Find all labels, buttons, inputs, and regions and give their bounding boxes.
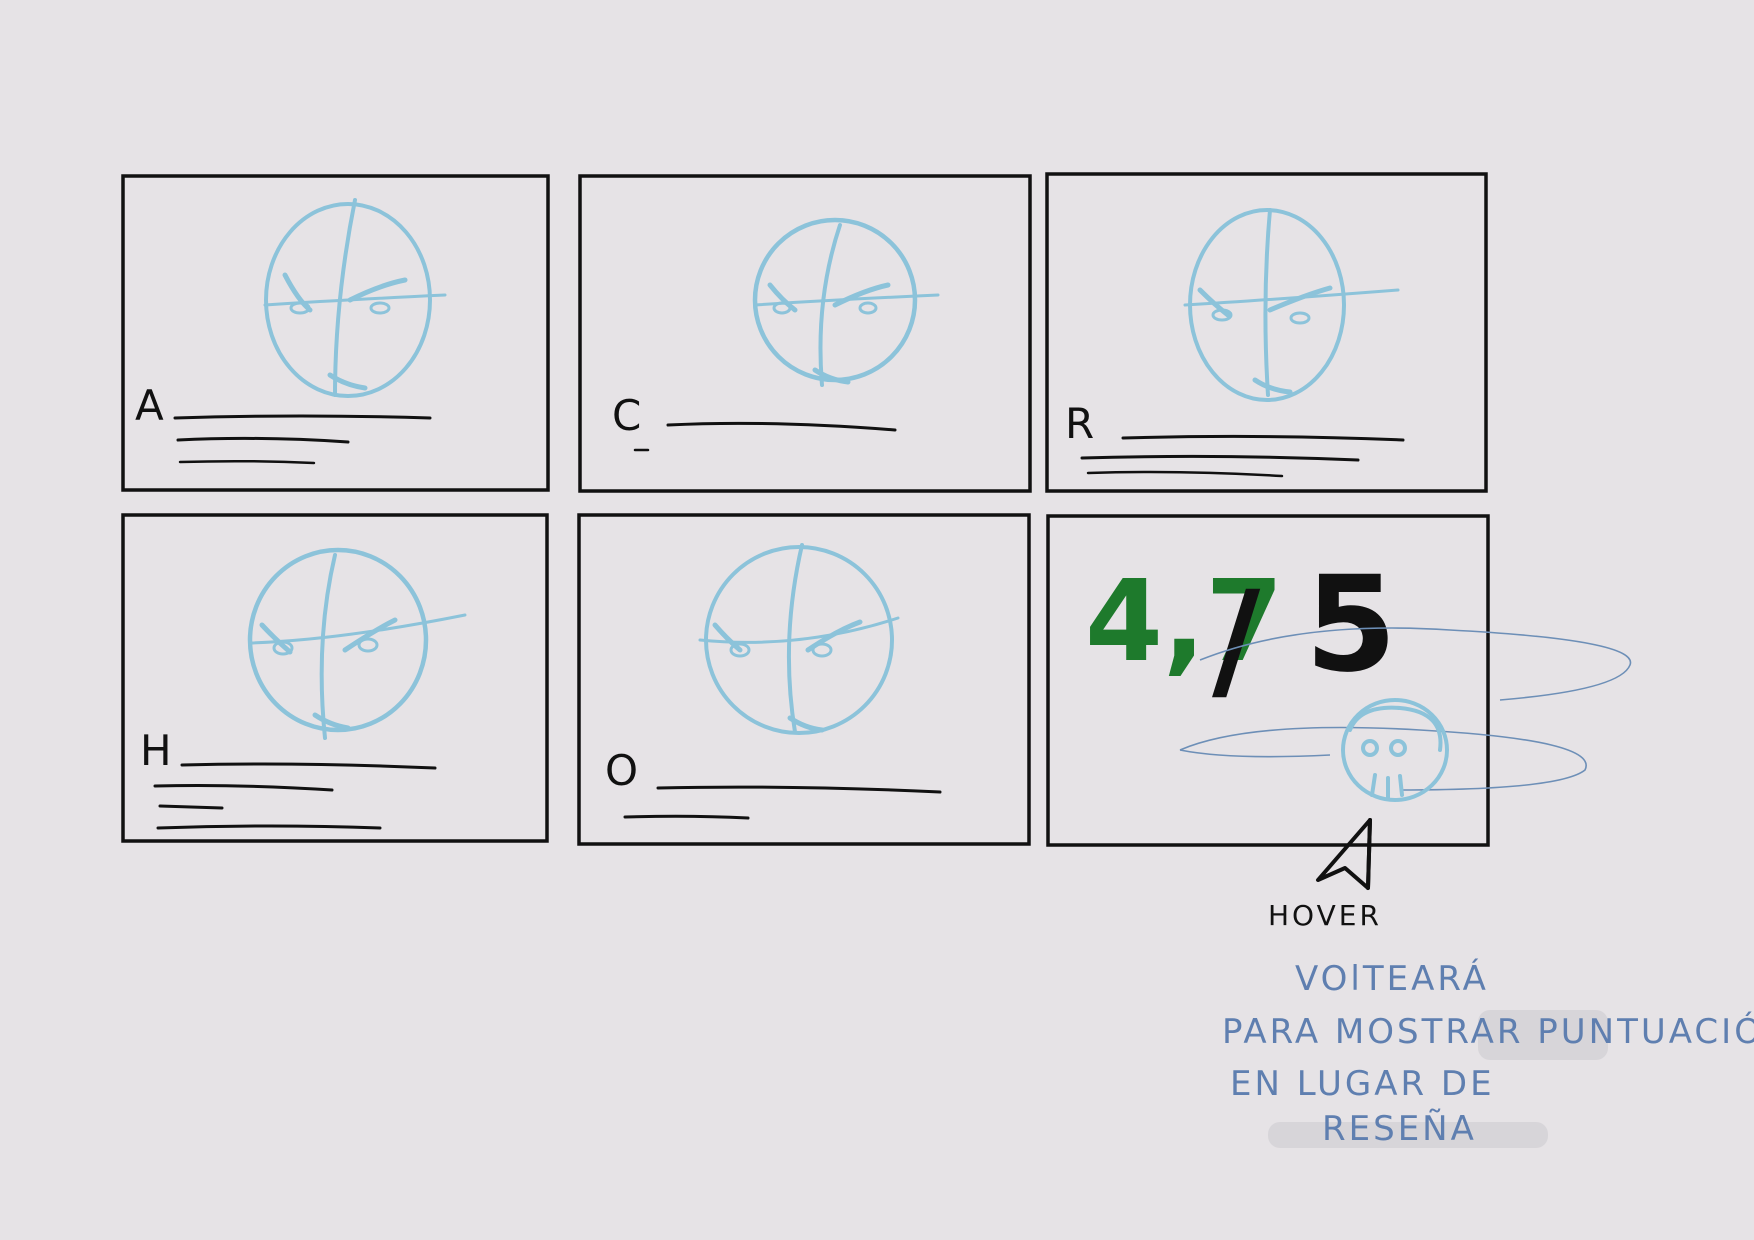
text-placeholder-lines bbox=[633, 421, 897, 452]
note-highlight bbox=[1478, 1010, 1608, 1060]
note-line: PARA MOSTRAR PUNTUACIÓN bbox=[1222, 1011, 1754, 1052]
card-letter: R bbox=[1065, 399, 1094, 448]
note-highlight bbox=[1268, 1122, 1548, 1148]
card-frame bbox=[1046, 514, 1490, 847]
skull-icon bbox=[1341, 698, 1449, 802]
rating-separator: / bbox=[1212, 563, 1261, 717]
card-frame bbox=[121, 174, 550, 492]
note-line: VOlTEARÁ bbox=[1295, 958, 1489, 999]
card-o[interactable]: O bbox=[577, 513, 1031, 846]
rating-card[interactable]: 4,7 / 5 bbox=[1046, 514, 1632, 847]
card-letter: O bbox=[605, 746, 638, 795]
text-placeholder-lines bbox=[153, 762, 437, 830]
card-r[interactable]: R bbox=[1045, 172, 1488, 493]
text-placeholder-lines bbox=[623, 785, 942, 820]
flip-motion-lines bbox=[1179, 627, 1632, 791]
hover-label: HOVER bbox=[1268, 899, 1382, 932]
card-frame bbox=[1045, 172, 1488, 493]
face-sketch-icon bbox=[1183, 208, 1400, 402]
note-line: EN LUGAR DE bbox=[1230, 1064, 1495, 1104]
cursor-arrow-icon bbox=[1316, 818, 1372, 890]
card-c[interactable]: C bbox=[578, 174, 1032, 493]
card-letter: H bbox=[140, 726, 172, 775]
text-placeholder-lines bbox=[1080, 434, 1405, 478]
text-placeholder-lines bbox=[173, 414, 432, 465]
card-a[interactable]: A bbox=[121, 174, 550, 492]
face-sketch-icon bbox=[752, 217, 940, 387]
rating-max: 5 bbox=[1305, 548, 1397, 702]
face-sketch-icon bbox=[698, 543, 900, 735]
note-line: RESEÑA bbox=[1322, 1109, 1477, 1149]
card-letter: A bbox=[135, 381, 164, 430]
annotation-note: VOlTEARÁ PARA MOSTRAR PUNTUACIÓN EN LUGA… bbox=[1222, 958, 1754, 1149]
card-letter: C bbox=[612, 391, 641, 440]
card-frame bbox=[121, 513, 549, 843]
card-frame bbox=[577, 513, 1031, 846]
card-h[interactable]: H bbox=[121, 513, 549, 843]
face-sketch-icon bbox=[247, 547, 467, 740]
face-sketch-icon bbox=[263, 198, 447, 398]
card-frame bbox=[578, 174, 1032, 493]
rating-value: 4,7 bbox=[1085, 557, 1283, 687]
